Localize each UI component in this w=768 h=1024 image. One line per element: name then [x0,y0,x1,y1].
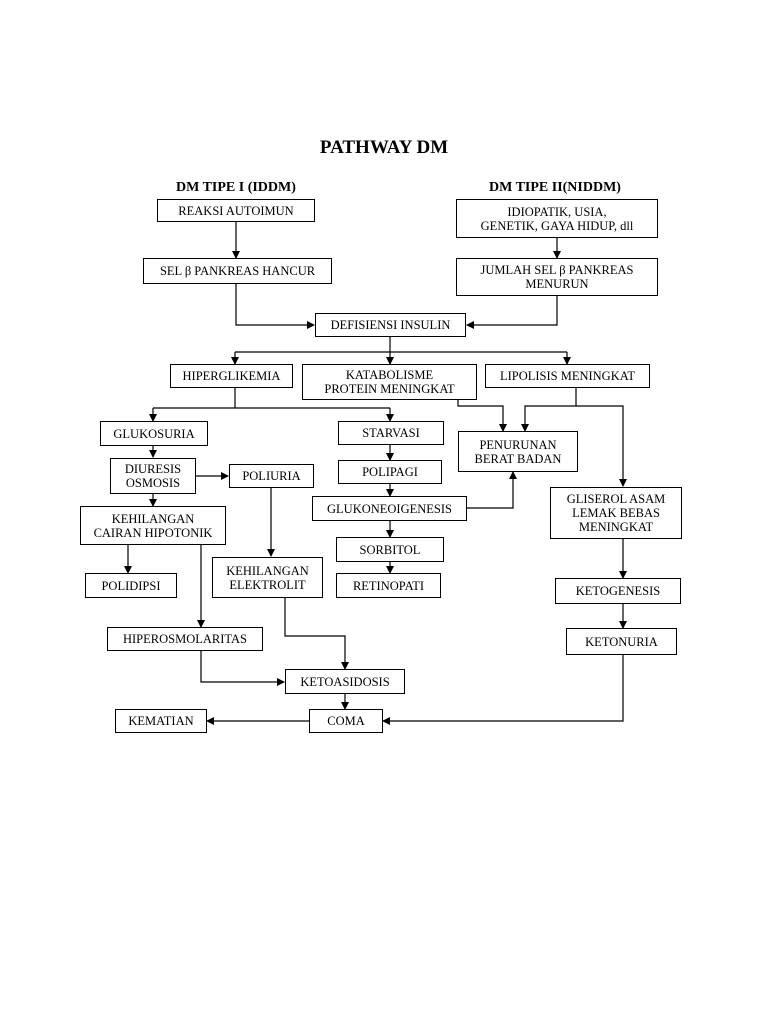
arrow-ketonuria-to-coma [382,655,624,725]
node-polipagi: POLIPAGI [338,460,442,484]
node-penurunan-berat-badan: PENURUNAN BERAT BADAN [458,431,578,472]
node-hiperglikemia: HIPERGLIKEMIA [170,364,293,388]
node-polidipsi: POLIDIPSI [85,573,177,598]
type-2-heading: DM TIPE II(NIDDM) [489,180,621,195]
node-ketogenesis: KETOGENESIS [555,578,681,604]
node-kehilangan-elektrolit: KEHILANGAN ELEKTROLIT [212,557,323,598]
node-idiopatik: IDIOPATIK, USIA, GENETIK, GAYA HIDUP, dl… [456,199,658,238]
arrow-hiperosmolaritas-to-ketoasidosis [200,651,285,686]
node-kehilangan-cairan-hipotonik: KEHILANGAN CAIRAN HIPOTONIK [80,506,226,545]
node-sel-pankreas-hancur: SEL β PANKREAS HANCUR [143,258,332,284]
arrow-katabolisme-to-penurunan [457,400,507,432]
node-diuresis-osmosis: DIURESIS OSMOSIS [110,458,196,494]
node-glukoneogenesis: GLUKONEOIGENESIS [312,496,467,521]
node-poliuria: POLIURIA [229,464,314,488]
type-1-heading: DM TIPE I (IDDM) [176,180,296,195]
node-reaksi-autoimun: REAKSI AUTOIMUN [157,199,315,222]
node-ketonuria: KETONURIA [566,628,677,655]
arrow-lipolisis-to-penurunan [521,388,577,432]
node-jumlah-sel-menurun: JUMLAH SEL β PANKREAS MENURUN [456,258,658,296]
arrow-elektrolit-to-ketoasidosis [284,598,349,670]
arrow-gluko-to-penurunan [467,471,517,509]
arrow-sel-to-defisiensi [235,284,315,329]
node-starvasi: STARVASI [338,421,444,445]
node-lipolisis: LIPOLISIS MENINGKAT [485,364,650,388]
node-glukosuria: GLUKOSURIA [100,421,208,446]
node-retinopati: RETINOPATI [336,573,441,598]
node-defisiensi-insulin: DEFISIENSI INSULIN [315,313,466,337]
arrow-lipolisis-to-gliserol [576,405,627,487]
node-gliserol-asam-lemak: GLISEROL ASAM LEMAK BEBAS MENINGKAT [550,487,682,539]
diagram-title: PATHWAY DM [319,137,449,158]
arrow-jumlah-to-defisiensi [466,296,558,329]
node-katabolisme: KATABOLISME PROTEIN MENINGKAT [302,364,477,400]
node-hiperosmolaritas: HIPEROSMOLARITAS [107,627,263,651]
node-ketoasidosis: KETOASIDOSIS [285,669,405,694]
node-kematian: KEMATIAN [115,709,207,733]
node-sorbitol: SORBITOL [336,537,444,562]
node-coma: COMA [309,709,383,733]
